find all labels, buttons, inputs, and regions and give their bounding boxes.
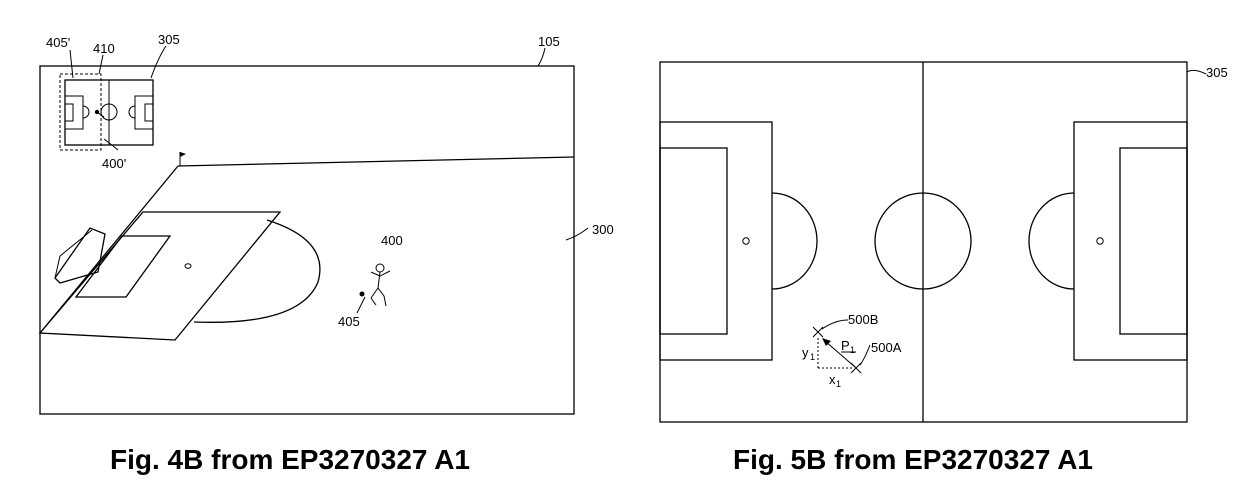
label-x-sub: 1 — [836, 379, 841, 389]
label-300: 300 — [592, 222, 614, 237]
minimap-pitch — [64, 79, 154, 146]
view-window — [59, 73, 102, 151]
ball — [359, 291, 365, 297]
label-500A: 500A — [871, 340, 902, 355]
label-305: 305 — [158, 32, 180, 47]
motion-vector — [812, 319, 871, 374]
label-y: y — [802, 345, 809, 360]
label-x: x — [829, 372, 836, 387]
label-305-fig5: 305 — [1206, 65, 1228, 80]
label-p: P — [841, 338, 850, 353]
fig5b-diagram: 305 500B 500A P 1 y 1 x 1 — [659, 61, 1228, 423]
label-400-prime: 400' — [102, 156, 126, 171]
label-500B: 500B — [848, 312, 878, 327]
label-405: 405 — [338, 314, 360, 329]
player-stick-figure — [370, 263, 391, 307]
display-frame — [39, 65, 575, 415]
fig4b-diagram: 405' 410 305 105 400' 300 400 405 — [38, 32, 614, 415]
label-p-sub: 1 — [850, 345, 855, 355]
perspective-pitch — [38, 152, 575, 341]
label-410: 410 — [93, 41, 115, 56]
label-y-sub: 1 — [810, 352, 815, 362]
caption-fig5b: Fig. 5B from EP3270327 A1 — [733, 444, 1094, 475]
label-400: 400 — [381, 233, 403, 248]
label-405-prime: 405' — [46, 35, 70, 50]
caption-fig4b: Fig. 4B from EP3270327 A1 — [110, 444, 471, 475]
label-105: 105 — [538, 34, 560, 49]
